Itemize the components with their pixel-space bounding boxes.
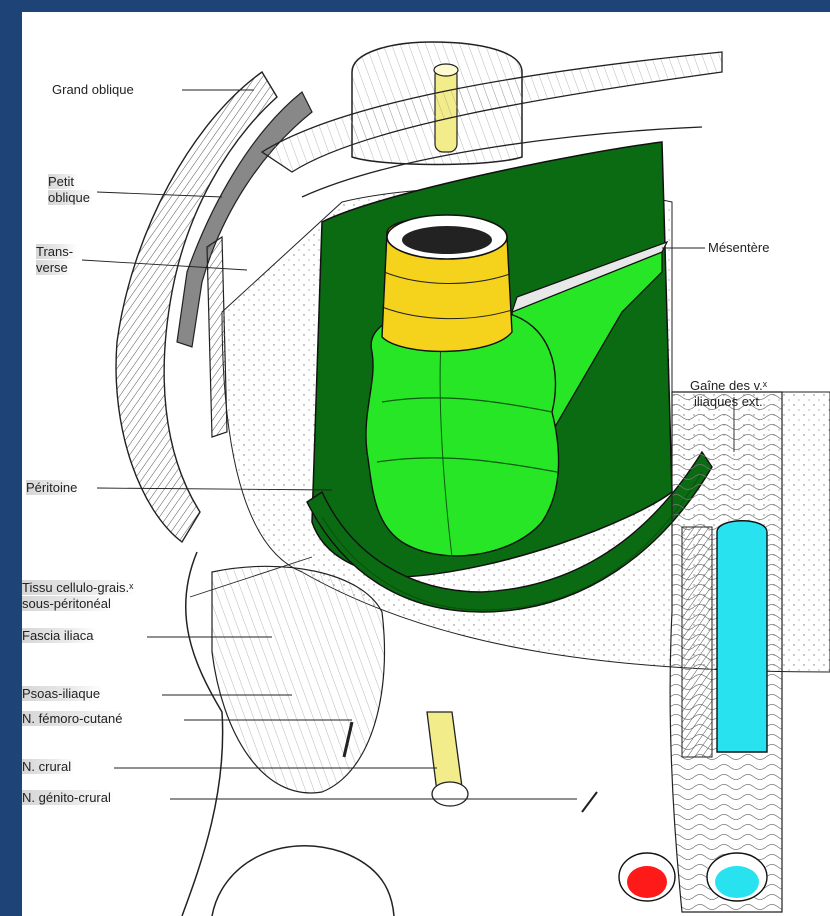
label-gaine-line1: Gaîne des v.ˣ bbox=[690, 378, 767, 393]
label-grand-oblique: Grand oblique bbox=[52, 82, 134, 97]
label-petit-oblique-line1: Petit bbox=[48, 174, 78, 189]
label-tissu-line2: sous-péritonéal bbox=[22, 596, 115, 611]
lower-curve bbox=[212, 846, 394, 916]
label-petit-oblique-line2: oblique bbox=[48, 190, 94, 205]
crural-nerve bbox=[427, 712, 462, 792]
label-peritoine: Péritoine bbox=[26, 480, 81, 495]
label-transverse-line2: verse bbox=[36, 260, 72, 275]
label-mesentere: Mésentère bbox=[708, 240, 769, 255]
label-crural: N. crural bbox=[22, 759, 75, 774]
label-gaine-line2: iliaques ext. bbox=[694, 394, 763, 409]
anatomical-drawing bbox=[22, 12, 830, 916]
label-psoas: Psoas-iliaque bbox=[22, 686, 104, 701]
label-femoro: N. fémoro-cutané bbox=[22, 711, 126, 726]
label-fascia: Fascia iliaca bbox=[22, 628, 98, 643]
label-transverse-line1: Trans- bbox=[36, 244, 77, 259]
label-tissu-line1: Tissu cellulo-grais.ˣ bbox=[22, 580, 137, 595]
label-genito: N. génito-crural bbox=[22, 790, 115, 805]
psoas-muscle bbox=[212, 566, 385, 793]
illustration-frame: Grand oblique Petit oblique Trans- verse… bbox=[22, 12, 830, 916]
iliac-vein bbox=[717, 521, 767, 752]
